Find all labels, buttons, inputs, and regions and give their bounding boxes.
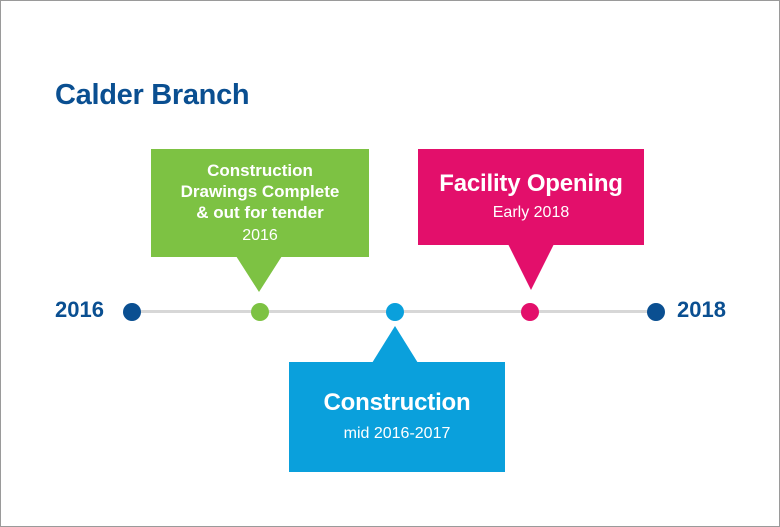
callout-pointer-opening	[508, 244, 554, 290]
callout-pointer-construction	[372, 326, 418, 363]
callout-tender-date: 2016	[242, 227, 278, 244]
callout-construction-title: Construction	[323, 389, 471, 416]
callout-tender-line-1: Construction	[207, 161, 313, 180]
callout-construction-date: mid 2016-2017	[343, 425, 451, 442]
milestone-dot-tender	[251, 303, 269, 321]
callout-tender-line-3: & out for tender	[196, 203, 324, 222]
milestone-dot-construction	[386, 303, 404, 321]
callout-opening-title: Facility Opening	[439, 170, 623, 197]
timeline-start-label: 2016	[55, 297, 104, 322]
callout-tender-line-2: Drawings Complete	[180, 182, 340, 201]
callout-opening: Facility Opening Early 2018	[418, 149, 644, 245]
callout-opening-date: Early 2018	[492, 204, 570, 221]
timeline-end-dot	[647, 303, 665, 321]
callout-pointer-tender	[236, 256, 282, 292]
callout-tender: Construction Drawings Complete & out for…	[151, 149, 369, 257]
diagram-title: Calder Branch	[55, 79, 250, 111]
timeline-end-label: 2018	[677, 297, 726, 322]
callout-construction: Construction mid 2016-2017	[289, 362, 505, 472]
timeline-start-dot	[123, 303, 141, 321]
milestone-dot-opening	[521, 303, 539, 321]
